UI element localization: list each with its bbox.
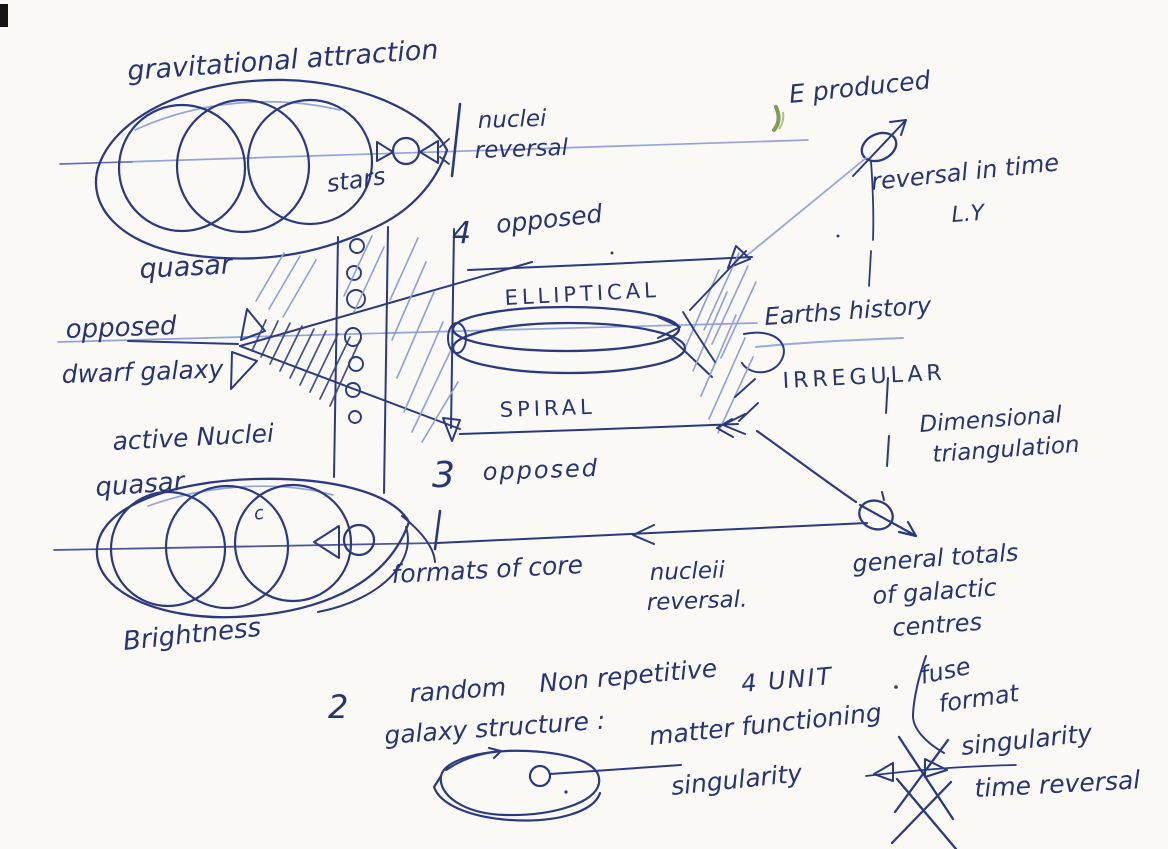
- core-circle: [342, 523, 376, 557]
- fuse-lattice: [865, 655, 1017, 849]
- pen-dots: [610, 234, 1053, 689]
- wedge-lower-edge: [239, 345, 461, 430]
- label-count-2: 2: [328, 688, 348, 726]
- disk-dark-slash: [669, 336, 713, 378]
- galaxy-lobe: [233, 483, 353, 603]
- ne-arrow: [852, 119, 907, 177]
- galaxy-tip-curl: [401, 515, 436, 563]
- axis-left-segment: [53, 542, 438, 551]
- diagonal-to-elliptical: [744, 157, 867, 258]
- label-spiral: SPIRAL: [499, 395, 596, 422]
- galaxy-faint-arc: [134, 101, 341, 131]
- label-dwarf-galaxy: dwarf galaxy: [61, 354, 225, 389]
- faint-axis-lines: [57, 139, 904, 348]
- wedge-structure: [127, 226, 533, 494]
- disk-ellipse-lower: [451, 321, 687, 375]
- bottom-quasar-galaxy: [53, 477, 868, 619]
- label-count-3: 3: [432, 455, 455, 496]
- formats-tick: [433, 509, 442, 551]
- left-open-arrowhead-icon: [632, 524, 655, 545]
- spiral-line: [459, 423, 739, 435]
- slab-core-circle: [528, 764, 552, 788]
- label-nuclei-top: nuclei: [477, 106, 547, 134]
- galaxy-faint-arc: [147, 485, 334, 507]
- down-arrowhead-icon: [442, 417, 461, 442]
- slab-thickness: [432, 774, 602, 822]
- e-produced-node: [744, 105, 907, 287]
- label-random: random: [408, 672, 507, 708]
- galaxy-lobe: [175, 98, 311, 234]
- axis-right-segment: [436, 522, 868, 544]
- lattice-stroke: [897, 735, 955, 821]
- disk-right-loop: [741, 331, 785, 374]
- disk-ellipse-upper: [451, 305, 681, 353]
- elliptical-line: [467, 256, 753, 271]
- general-totals-arrow: [755, 429, 918, 538]
- ne-open-arrowhead-icon: [727, 245, 751, 269]
- lattice-axis: [865, 764, 1017, 777]
- lattice-stroke: [893, 738, 950, 814]
- apex-triangle-upper-icon: [240, 308, 266, 341]
- left-open-arrowhead-icon: [873, 762, 894, 782]
- disk-chevron: [657, 316, 681, 339]
- lattice-stroke: [890, 780, 953, 845]
- right-band-blue-hatch: [685, 252, 757, 434]
- label-reversal-top: reversal: [474, 135, 569, 164]
- slab-dot: [564, 790, 568, 794]
- label-centres: centres: [891, 608, 982, 642]
- core-triangle-left-icon: [419, 140, 439, 164]
- dimension-dashed-line: [885, 377, 890, 467]
- label-count-4: 4: [452, 216, 471, 251]
- left-vertical-bar: [333, 236, 339, 478]
- galaxy-double-outline: [317, 526, 409, 613]
- apex-triangle-lower-icon: [230, 351, 258, 390]
- scan-corner-mark: [0, 4, 8, 27]
- galaxy-lobe: [246, 98, 374, 226]
- galaxy-lobe: [117, 103, 247, 233]
- green-smudge-2: [778, 111, 785, 130]
- disk-left-loop: [447, 322, 467, 354]
- singularity-slab: [432, 747, 682, 822]
- label-opposed-left: opposed: [65, 311, 177, 345]
- core-circle: [391, 136, 421, 166]
- label-reversal-bottom: reversal.: [646, 587, 747, 616]
- top-quasar-galaxy: [94, 78, 450, 260]
- core-triangle-left-icon: [313, 525, 340, 559]
- nuclei-reversal-tick: [450, 102, 462, 178]
- galaxy-disk: [447, 245, 785, 438]
- label-ly: L.Y: [951, 201, 987, 228]
- label-c-mark: c: [252, 503, 265, 525]
- label-nucleii: nucleii: [649, 557, 726, 586]
- opposed-lead-line: [127, 340, 239, 345]
- lattice-stroke: [895, 777, 958, 849]
- galaxy-lobe: [164, 484, 290, 610]
- galactic-centre-circle: [858, 499, 894, 531]
- curve-to-fuse: [911, 655, 945, 754]
- core-tail-strokes: [439, 138, 450, 165]
- label-quasar-bottom: quasar: [94, 467, 187, 503]
- label-quasar-top: quasar: [139, 249, 235, 285]
- right-open-arrowhead-icon: [924, 758, 948, 778]
- right-column-links: [755, 377, 918, 538]
- wedge-dark-hatch: [251, 319, 361, 407]
- e-produced-circle: [860, 131, 898, 163]
- right-vertical-bar: [383, 226, 389, 494]
- time-vertical-dashed: [868, 160, 875, 287]
- circle-tick: [881, 491, 885, 501]
- wedge-blue-hatch: [255, 235, 459, 443]
- core-triangle-right-icon: [376, 141, 394, 162]
- singularity-pointer-line: [549, 764, 682, 775]
- slab-edge-arrow: [445, 747, 502, 771]
- galaxy-outline: [94, 78, 449, 260]
- right-band-dark-accents: [682, 250, 759, 438]
- green-smudge: [772, 105, 781, 132]
- circle-column: [344, 238, 366, 424]
- label-opposed-mid: opposed: [482, 454, 599, 486]
